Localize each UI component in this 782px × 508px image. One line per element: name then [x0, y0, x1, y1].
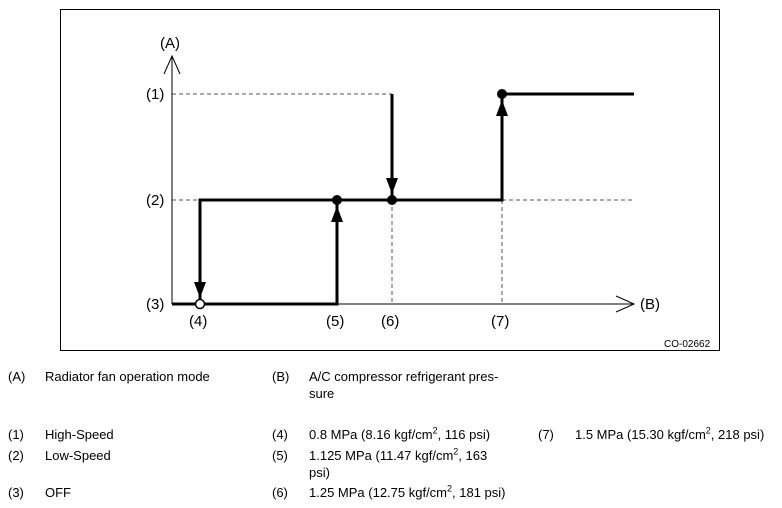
- point-5: [332, 195, 342, 205]
- legend-text-1: High-Speed: [45, 427, 114, 442]
- legend-6: (6) 1.25 MPa (12.75 kgf/cm2, 181 psi): [272, 484, 532, 501]
- legend-2: (2) Low-Speed: [8, 447, 258, 464]
- legend-text-4: 0.8 MPa (8.16 kgf/cm2, 116 psi): [309, 425, 491, 442]
- arrow-up-at-7: [496, 100, 508, 116]
- legend-7: (7) 1.5 MPa (15.30 kgf/cm2, 218 psi): [538, 426, 782, 443]
- arrow-up-at-5: [331, 206, 343, 222]
- point-label-5: (5): [326, 313, 344, 330]
- legend-text-7: 1.5 MPa (15.30 kgf/cm2, 218 psi): [575, 425, 765, 442]
- point-7: [497, 89, 507, 99]
- y-axis-arrowhead: [163, 54, 181, 75]
- point-label-7: (7): [491, 313, 509, 330]
- point-label-6: (6): [381, 313, 399, 330]
- arrow-down-at-4: [194, 282, 206, 298]
- legend-key-6: (6): [272, 485, 288, 500]
- legend-key-4: (4): [272, 427, 288, 442]
- x-axis-arrowhead: [615, 295, 636, 313]
- legend-text-b-line2: sure: [309, 386, 335, 401]
- point-4-open: [194, 298, 206, 310]
- x-axis-label: (B): [640, 296, 660, 313]
- legend-a: (A) Radiator fan operation mode: [8, 368, 258, 385]
- legend-3: (3) OFF: [8, 484, 258, 501]
- diagram-frame: [60, 9, 720, 351]
- level-label-3: (3): [146, 296, 164, 313]
- legend-text-6: 1.25 MPa (12.75 kgf/cm2, 181 psi): [309, 483, 506, 500]
- point-label-4: (4): [189, 313, 207, 330]
- legend-1: (1) High-Speed: [8, 426, 258, 443]
- figure-code: CO-02662: [664, 339, 711, 350]
- legend-key-2: (2): [8, 448, 24, 463]
- legend-5: (5) 1.125 MPa (11.47 kgf/cm2, 163 psi): [272, 447, 532, 481]
- legend-text-b-line1: A/C compressor refrigerant pres-: [309, 369, 499, 384]
- y-axis-label: (A): [160, 35, 180, 52]
- level-label-1: (1): [146, 86, 164, 103]
- point-6: [387, 195, 397, 205]
- legend-key-a: (A): [8, 369, 26, 384]
- legend-key-3: (3): [8, 485, 24, 500]
- legend-text-a: Radiator fan operation mode: [45, 369, 210, 384]
- legend-key-5: (5): [272, 448, 288, 463]
- legend-4: (4) 0.8 MPa (8.16 kgf/cm2, 116 psi): [272, 426, 532, 443]
- legend-key-7: (7): [538, 427, 554, 442]
- return-path-lower: [198, 198, 337, 304]
- legend-key-1: (1): [8, 427, 24, 442]
- hysteresis-diagram: (A) (B) (1) (2) (3) (4) (5) (6) (7) CO-0…: [146, 35, 711, 350]
- legend-text-5-line2: psi): [309, 465, 330, 480]
- legend-text-3: OFF: [45, 485, 71, 500]
- legend-b: (B) A/C compressor refrigerant pres- sur…: [272, 368, 532, 402]
- legend-text-5: 1.125 MPa (11.47 kgf/cm2, 163: [309, 446, 488, 463]
- level-label-2: (2): [146, 192, 164, 209]
- legend-text-2: Low-Speed: [45, 448, 111, 463]
- operation-path: [172, 92, 634, 306]
- legend-key-b: (B): [272, 369, 290, 384]
- arrow-down-at-6: [386, 178, 398, 194]
